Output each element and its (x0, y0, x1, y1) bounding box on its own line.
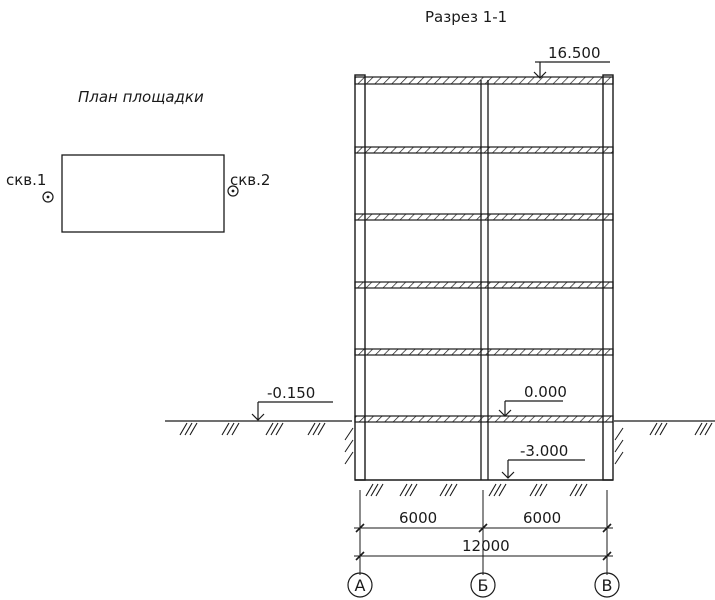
borehole-2-marker (227, 185, 239, 197)
dimension-span-left: 6000 (399, 509, 437, 527)
site-plan-title: План площадки (78, 88, 204, 106)
foundation-soil-hatch (365, 483, 588, 497)
borehole-2-label: скв.2 (230, 171, 270, 189)
floor-slabs (354, 76, 614, 423)
elevation-foundation: -3.000 (501, 442, 585, 479)
axis-b-label: Б (478, 576, 489, 595)
elevation-ground: -0.150 (251, 384, 333, 421)
wall-soil-hatch (344, 427, 624, 465)
axis-b-circle (470, 572, 496, 598)
axis-markers: A Б B (347, 572, 620, 598)
building-section (344, 74, 624, 497)
elevation-foundation-label: -3.000 (520, 442, 568, 460)
elevation-ground-label: -0.150 (267, 384, 315, 402)
elevation-floor-label: 0.000 (524, 383, 567, 401)
dimension-span-right: 6000 (523, 509, 561, 527)
elevation-roof: 16.500 (533, 44, 610, 79)
site-plan: План площадки скв.1 скв.2 (6, 88, 270, 233)
axis-v-circle (594, 572, 620, 598)
ground-line (165, 420, 715, 436)
axis-v-label: B (602, 576, 613, 595)
dimension-lines: 6000 6000 12000 (354, 490, 613, 575)
axis-a-label: A (355, 576, 366, 595)
borehole-1-marker (42, 191, 54, 203)
borehole-1-label: скв.1 (6, 171, 46, 189)
axis-a-circle (347, 572, 373, 598)
elevation-roof-label: 16.500 (548, 44, 601, 62)
site-plan-outline (61, 154, 225, 233)
dimension-total: 12000 (462, 537, 510, 555)
section-title: Разрез 1-1 (425, 8, 507, 26)
elevation-floor: 0.000 (498, 383, 567, 417)
